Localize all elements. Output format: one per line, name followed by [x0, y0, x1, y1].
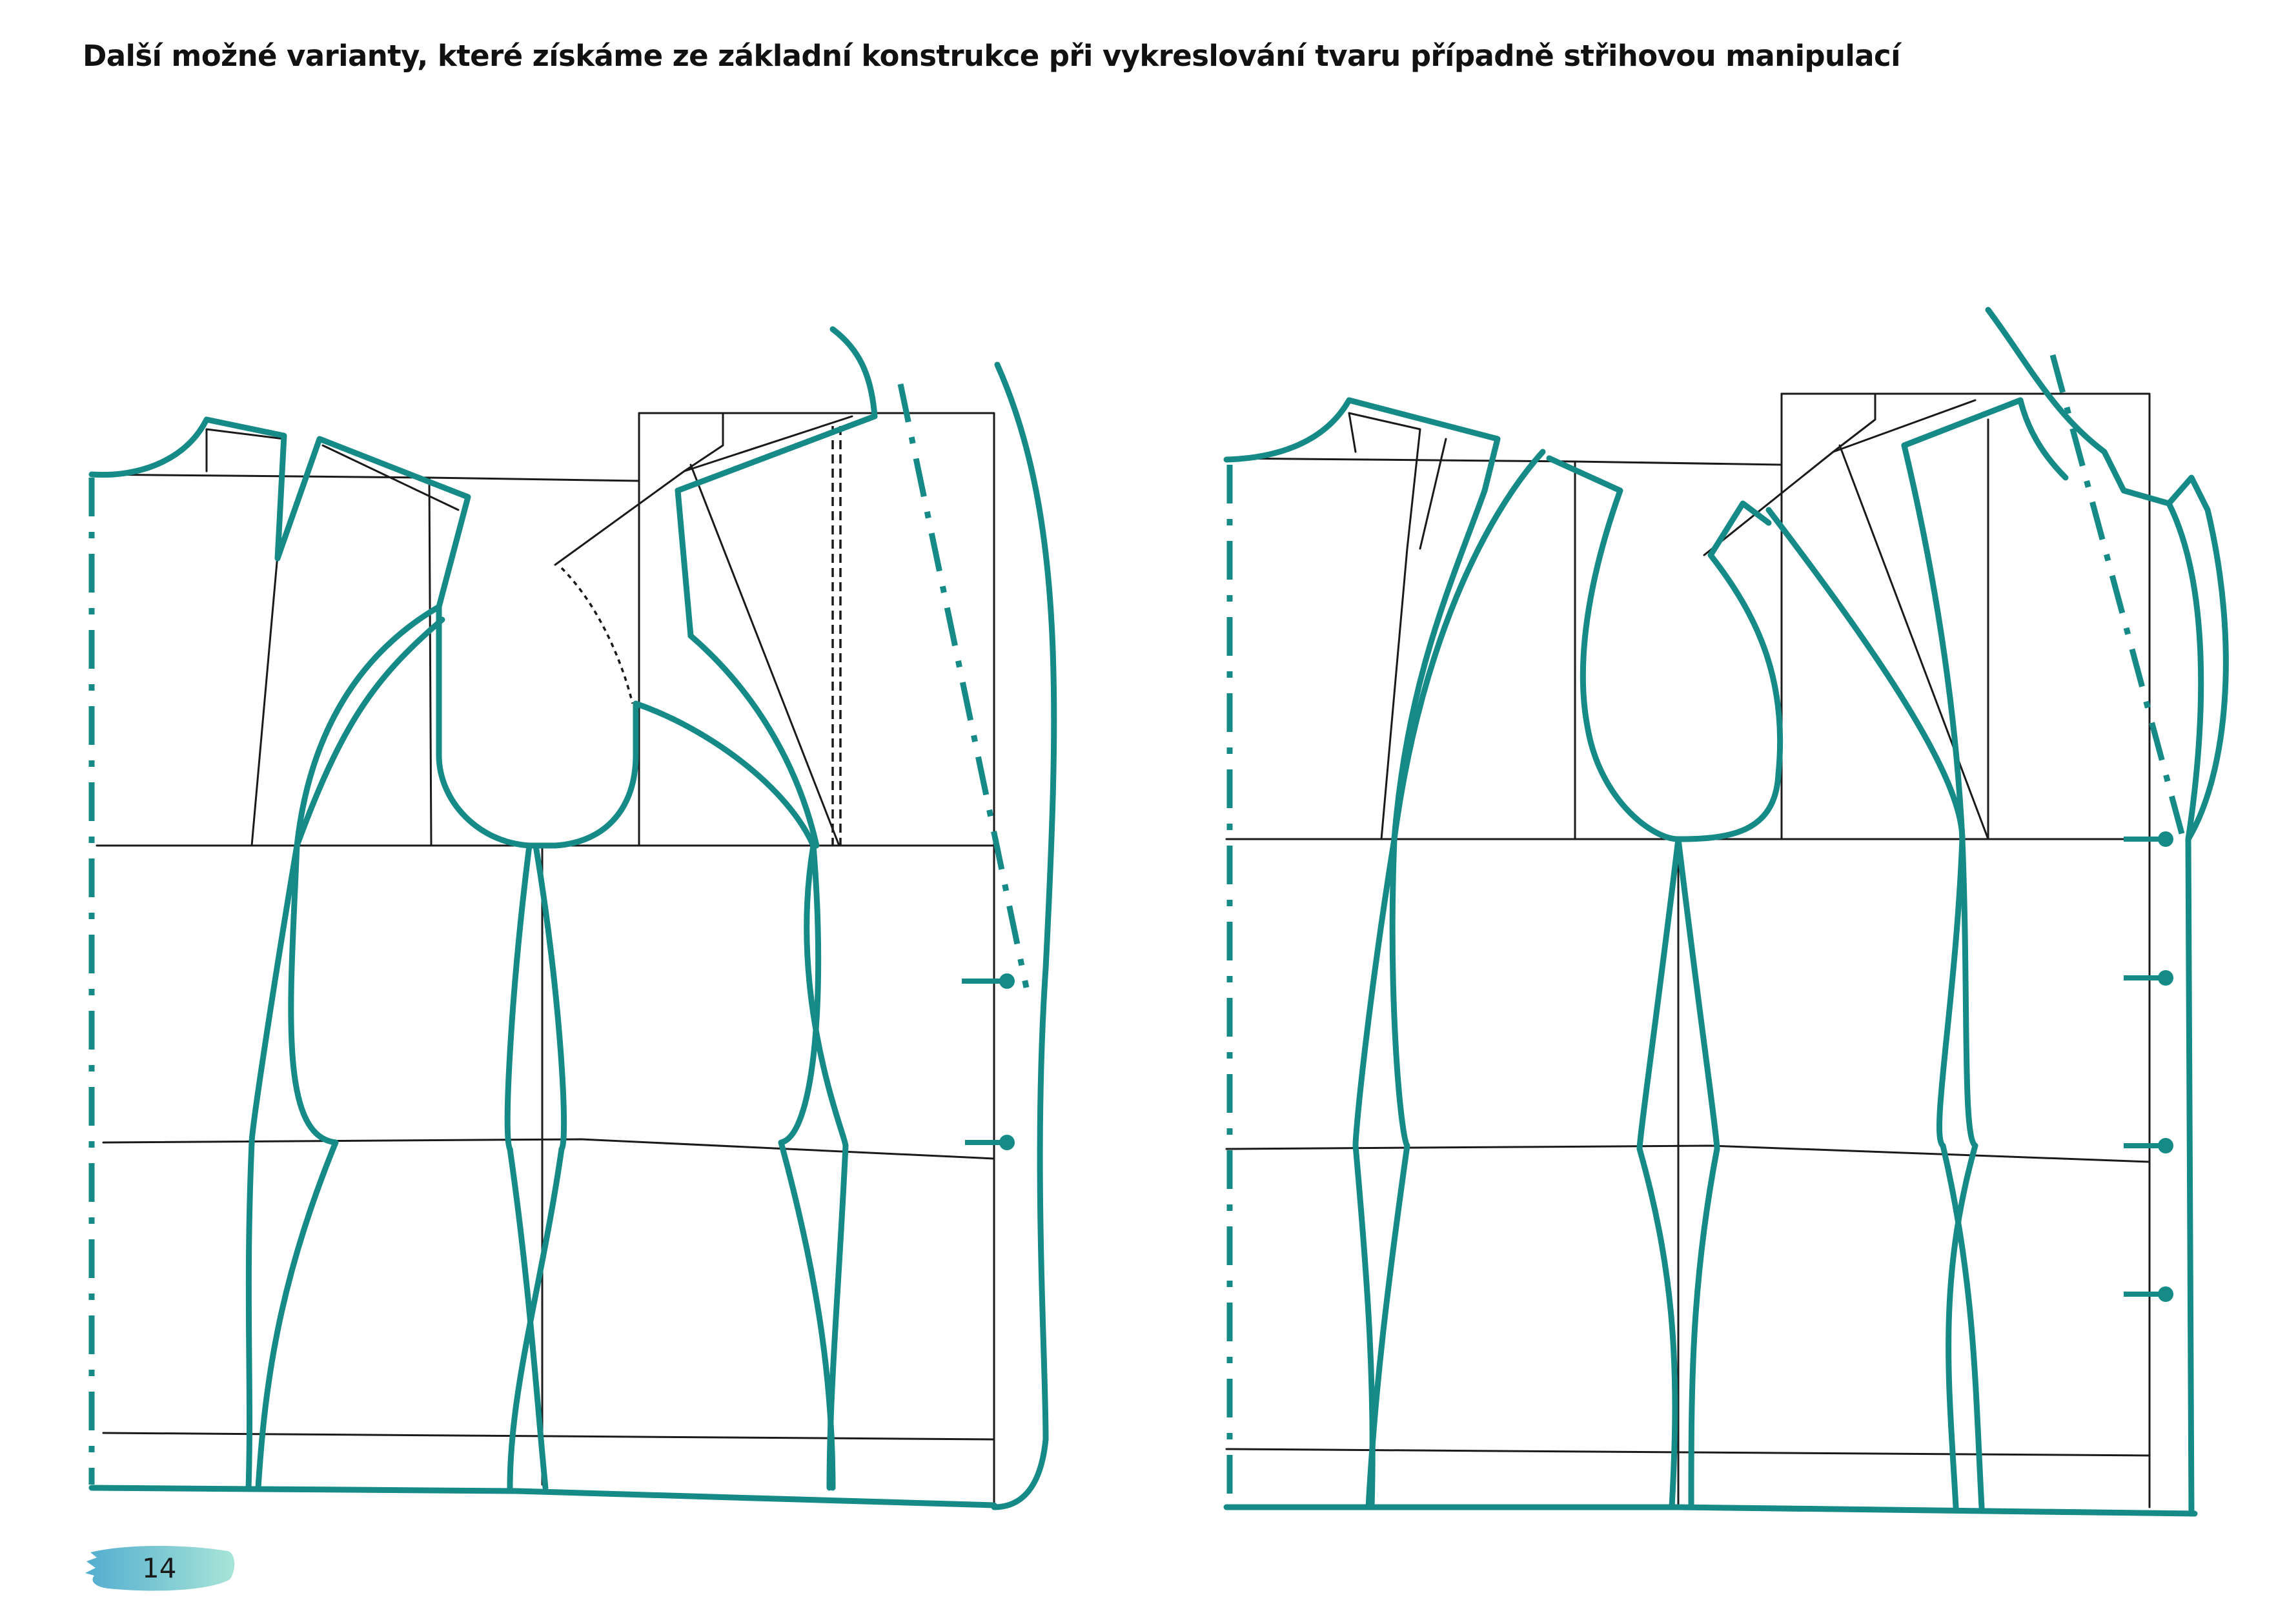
left-pattern-contour	[88, 326, 1057, 1510]
right-pattern-contour	[1223, 307, 2229, 1517]
page-number: 14	[142, 1552, 177, 1584]
left-construction-lines	[89, 412, 995, 1508]
left-pattern-svg	[88, 326, 1057, 1510]
right-pattern-drawing	[1097, 0, 2287, 1549]
brush-stroke-icon	[85, 1545, 235, 1591]
right-construction-lines	[1225, 392, 2151, 1508]
left-pattern-drawing	[0, 0, 1097, 1549]
page-heading: Další možné varianty, které získáme ze z…	[83, 39, 1901, 73]
right-pattern-svg	[1223, 307, 2229, 1517]
page-number-badge: 14	[83, 1539, 238, 1598]
